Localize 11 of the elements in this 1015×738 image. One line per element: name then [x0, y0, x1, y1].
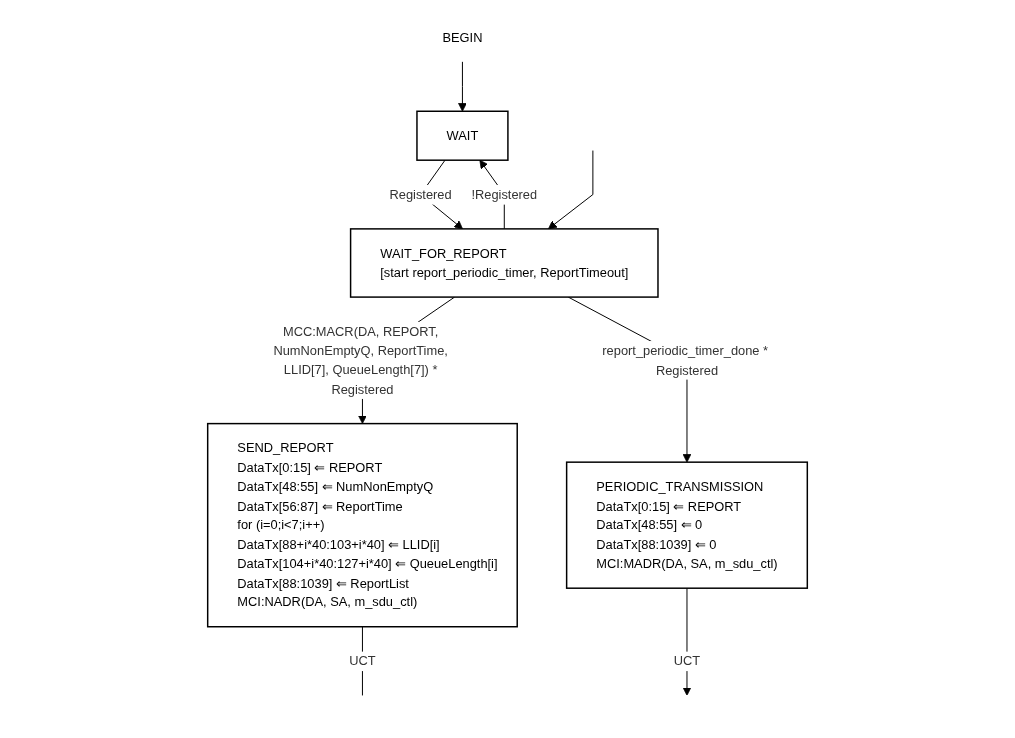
edge-label: report_periodic_timer_done * Registered — [602, 343, 769, 378]
node-box: PERIODIC_TRANSMISSION DataTx[0:15] ⇐ REPORT DataTx[48:55] ⇐ 0 DataTx[88:1039] ⇐ 0 MCI:MADR(DA, SA, m_sdu_ctl) — [565, 461, 809, 589]
edge-label: !Registered — [471, 186, 538, 202]
edge-label: UCT — [349, 653, 376, 669]
edge-label: UCT — [673, 653, 701, 669]
node-box: SEND_REPORT DataTx[0:15] ⇐ REPORT DataTx[48:55] ⇐ NumNonEmptyQ DataTx[56:87] ⇐ ReportTime for (i=0;i<7;i++) DataTx[88+i*40:103+i*40] ⇐ LLID[i] DataTx[104+i*40:127+i*40] ⇐ QueueLength[i] DataTx[88:1039] ⇐ ReportList MCI:NADR(DA, SA, m_sdu_ctl) — [206, 422, 518, 628]
edge-label: Registered — [389, 186, 452, 202]
edge-label: MCC:MACR(DA, REPORT, NumNonEmptyQ, ReportTime, LLID[7], QueueLength[7]) * Registered — [273, 323, 448, 397]
node-box: WAIT — [416, 110, 509, 161]
node-text: BEGIN — [442, 29, 483, 45]
node-box: WAIT_FOR_REPORT [start report_periodic_timer, ReportTimeout] — [349, 228, 659, 298]
